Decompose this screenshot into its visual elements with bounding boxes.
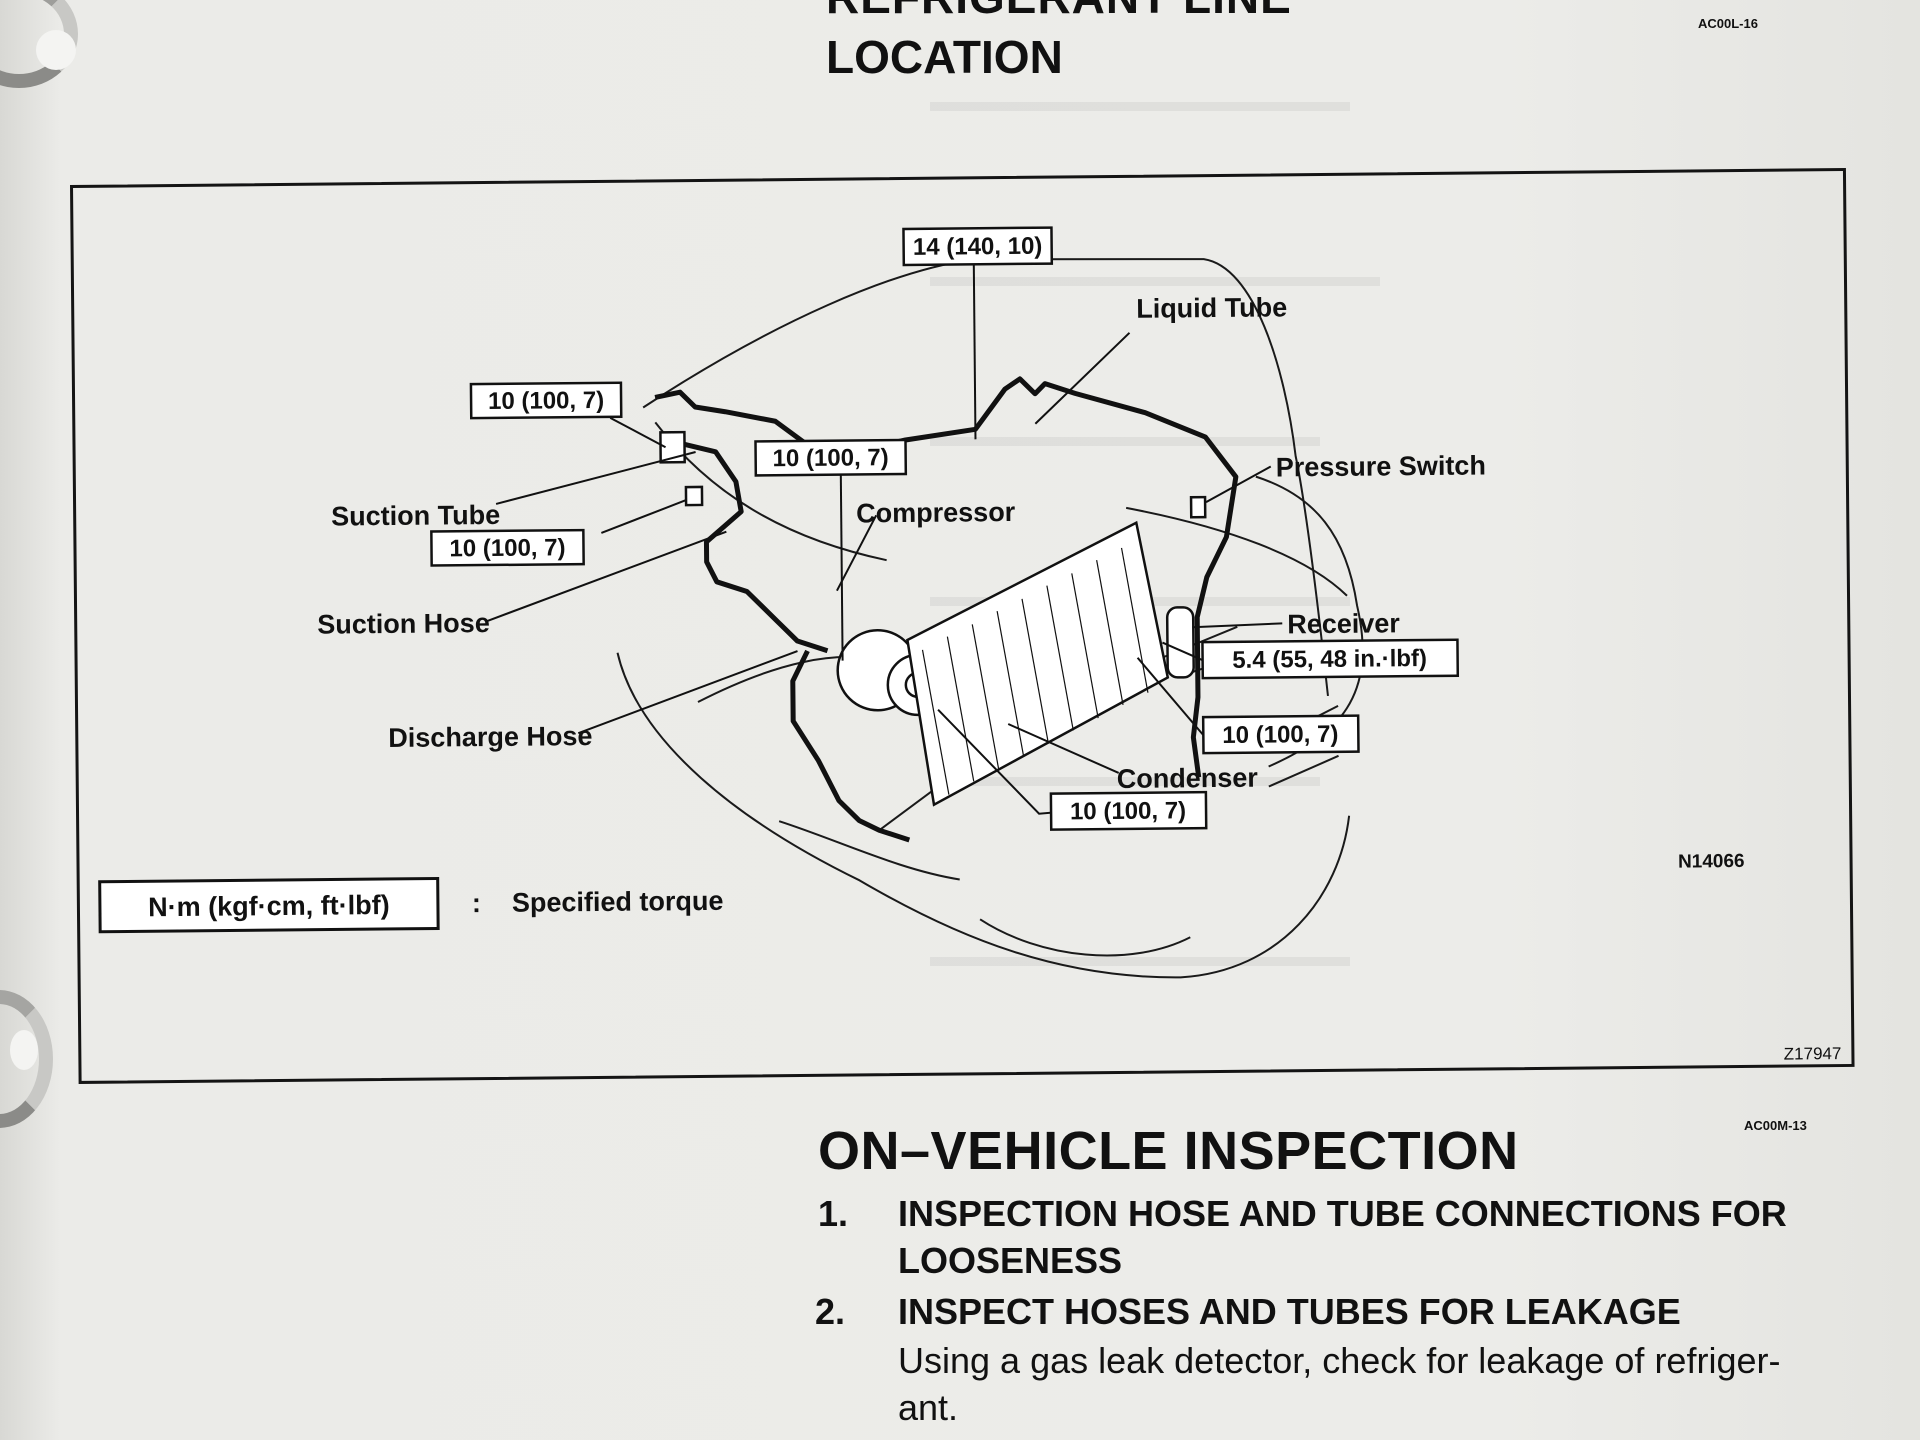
torque-box-condenser-right: 10 (100, 7)	[1201, 714, 1360, 755]
section-title-line1: REFRIGERANT LINE	[826, 0, 1292, 16]
torque-value-condenser-bottom: 10 (100, 7)	[1070, 797, 1186, 825]
leader-suction-tube	[495, 451, 696, 505]
leader-receiver	[1192, 622, 1283, 629]
step-2-body-line1: Using a gas leak detector, check for lea…	[898, 1340, 1781, 1381]
step-1-heading-line1: INSPECTION HOSE AND TUBE CONNECTIONS FOR	[898, 1193, 1787, 1234]
reference-code-inspection: AC00M-13	[1744, 1118, 1807, 1133]
show-through-text: ▬▬▬▬▬▬▬▬▬▬▬▬▬▬▬	[930, 260, 1380, 293]
leader-condenser-right-torque	[1136, 657, 1205, 736]
leader-pressure-switch	[1205, 465, 1272, 503]
leader-discharge-hose	[577, 650, 798, 735]
torque-box-top: 14 (140, 10)	[902, 226, 1054, 267]
fitting-upper-left	[659, 430, 686, 464]
step-1-number: 1.	[818, 1193, 849, 1234]
label-condenser: Condenser	[1117, 763, 1259, 794]
legend-description: Specified torque	[512, 886, 724, 918]
leader-top-torque	[972, 264, 977, 440]
torque-value-receiver: 5.4 (55, 48 in.·lbf)	[1232, 645, 1427, 674]
torque-box-receiver: 5.4 (55, 48 in.·lbf)	[1201, 638, 1460, 680]
leader-upper-left-torque	[609, 416, 667, 449]
hood-outline	[642, 258, 1329, 697]
torque-value-compressor: 10 (100, 7)	[772, 444, 888, 472]
legend-unit: N·m (kgf·cm, ft·lbf)	[148, 890, 390, 922]
torque-box-condenser-bottom: 10 (100, 7)	[1049, 790, 1208, 831]
diagram-frame: 14 (140, 10) 10 (100, 7) 10 (100, 7) 10 …	[70, 167, 1855, 1084]
label-suction-hose: Suction Hose	[317, 608, 490, 640]
label-receiver: Receiver	[1287, 608, 1400, 639]
show-through-text: ▬▬▬▬▬▬▬▬▬▬▬▬▬▬	[930, 940, 1350, 973]
front-valance	[979, 918, 1191, 957]
reference-code-top: AC00L-16	[1698, 16, 1758, 31]
torque-value-upper-left: 10 (100, 7)	[488, 387, 604, 415]
binder-hole-top	[36, 30, 76, 70]
inspection-title: ON–VEHICLE INSPECTION	[818, 1121, 1519, 1181]
step-2-heading: INSPECT HOSES AND TUBES FOR LEAKAGE	[898, 1291, 1681, 1332]
leader-liquid-tube	[1034, 332, 1131, 425]
leader-suction-hose	[486, 530, 727, 622]
step-2-body-line2: ant.	[898, 1387, 959, 1428]
label-compressor: Compressor	[856, 497, 1016, 529]
label-discharge-hose: Discharge Hose	[388, 721, 592, 753]
leader-receiver-torque	[1162, 641, 1204, 662]
leader-compressor	[836, 514, 878, 592]
show-through-text: ▬▬▬▬▬▬▬▬▬▬▬▬▬▬	[930, 85, 1350, 118]
torque-box-suction-tube: 10 (100, 7)	[430, 528, 585, 567]
label-liquid-tube: Liquid Tube	[1136, 292, 1287, 323]
torque-value-condenser-right: 10 (100, 7)	[1222, 721, 1338, 749]
refrigerant-line-diagram: 14 (140, 10) 10 (100, 7) 10 (100, 7) 10 …	[98, 226, 1842, 1064]
lower-panel	[778, 820, 960, 881]
torque-value-suction-tube: 10 (100, 7)	[449, 534, 565, 562]
frame-code: Z17947	[1784, 1044, 1842, 1064]
legend-colon: :	[472, 888, 481, 918]
leader-suction-tube-torque	[601, 499, 687, 534]
legend-unit-box	[98, 876, 440, 934]
receiver-body	[1165, 606, 1195, 679]
step-1-heading-line2: LOOSENESS	[898, 1240, 1123, 1281]
torque-box-compressor: 10 (100, 7)	[754, 438, 908, 477]
step-2-number: 2.	[815, 1291, 846, 1332]
discharge-hose-line	[790, 649, 911, 843]
label-suction-tube: Suction Tube	[331, 500, 500, 532]
liquid-tube-line	[654, 376, 1239, 778]
pressure-switch-body	[1189, 495, 1207, 519]
bumper-outline	[616, 652, 1351, 979]
figure-code: N14066	[1678, 851, 1745, 873]
leader-compressor-torque	[839, 470, 844, 661]
fitting-suction-tube	[684, 485, 704, 507]
suction-tube-line	[674, 439, 829, 654]
section-title-clipped: REFRIGERANT LINE	[826, 0, 1386, 16]
torque-box-upper-left: 10 (100, 7)	[469, 381, 623, 420]
leader-condenser	[1007, 723, 1120, 774]
legend: N·m (kgf·cm, ft·lbf) : Specified torque	[98, 876, 724, 934]
show-through-text: ▬▬▬▬▬▬▬▬▬▬▬▬▬	[930, 420, 1320, 453]
binder-hole-bottom	[10, 1030, 38, 1070]
grille-slat	[1268, 754, 1339, 788]
torque-value-top: 14 (140, 10)	[913, 233, 1043, 261]
condenser-core	[906, 520, 1170, 807]
body-line	[1125, 506, 1348, 597]
section-title-line2: LOCATION	[826, 31, 1063, 83]
label-pressure-switch: Pressure Switch	[1276, 450, 1486, 482]
